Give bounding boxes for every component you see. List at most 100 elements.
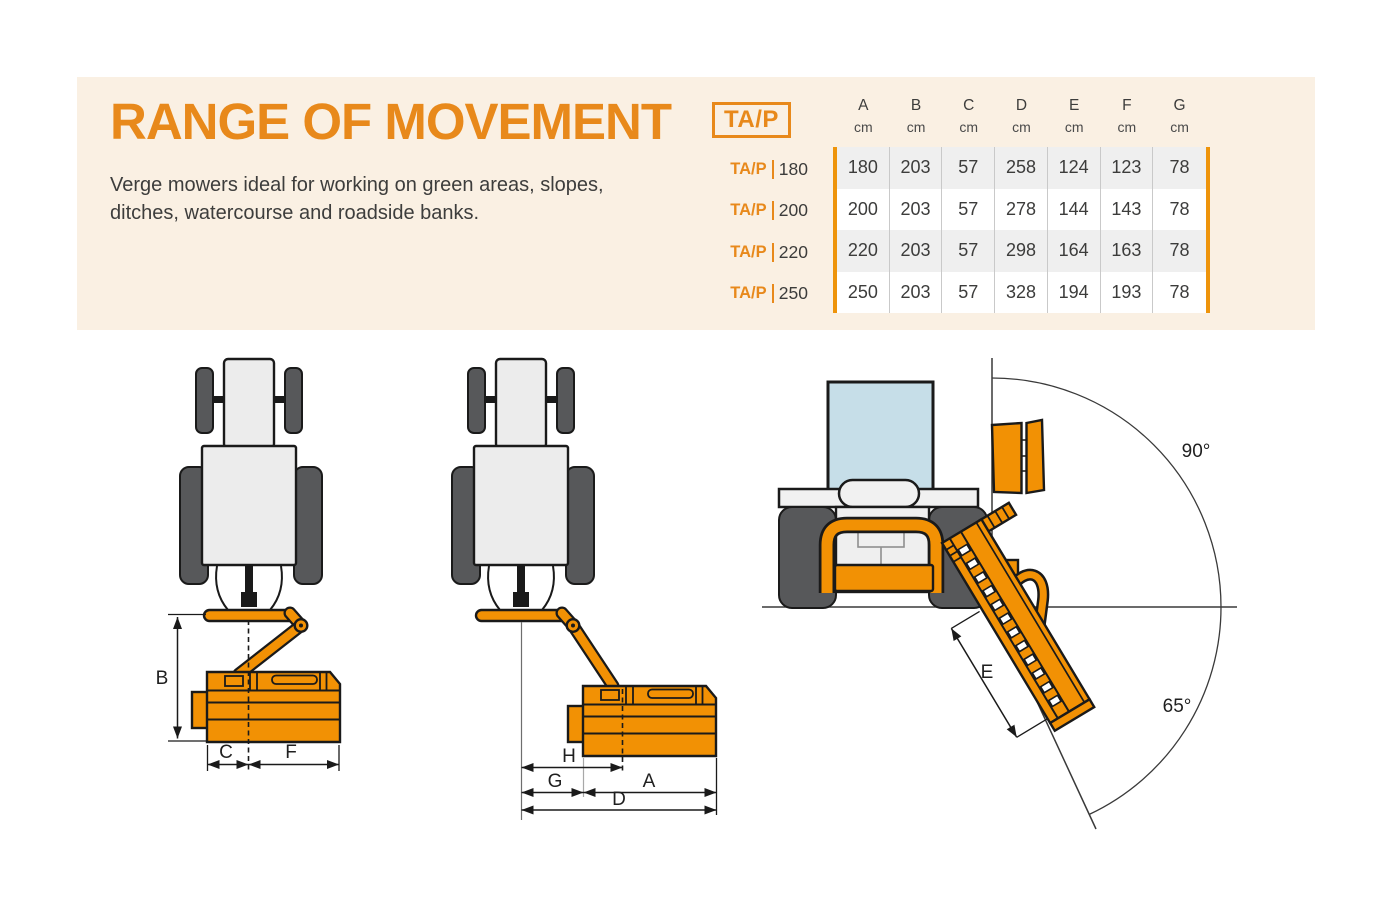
row-label: TA/P 250: [712, 283, 808, 305]
data-cell: 57: [942, 188, 996, 230]
data-cell: 57: [942, 271, 996, 313]
data-cell: 78: [1169, 240, 1190, 261]
data-cell: 203: [890, 230, 943, 272]
data-cell: 220: [837, 230, 890, 272]
data-cell: 57: [942, 147, 996, 189]
header-letter: B: [910, 97, 922, 114]
table-row: 180 203 57 258 124 123 78: [837, 147, 1206, 189]
data-cell: 123: [1101, 147, 1154, 189]
front-view-diagram: B C F: [156, 357, 342, 771]
model-size: 220: [778, 241, 808, 262]
page-title: RANGE OF MOVEMENT: [110, 93, 672, 150]
data-cell: 124: [1048, 147, 1101, 189]
data-cell: 180: [837, 147, 890, 189]
dimension-label-a: A: [643, 771, 656, 792]
spec-table: 180 203 57 258 124 123 78 200 203 57 278…: [833, 147, 1210, 313]
mower-deck: [190, 670, 342, 744]
description-line-2: ditches, watercourse and roadside banks.: [110, 202, 480, 224]
rear-view-diagram: 90° 65°: [762, 358, 1237, 830]
header-letter: A: [858, 97, 869, 114]
mower-deck: [566, 684, 718, 758]
data-cell: 328: [995, 271, 1048, 313]
header-unit: cm: [1117, 119, 1137, 135]
label-divider: [771, 201, 774, 220]
data-cell: 193: [1101, 271, 1154, 313]
model-badge: TA/P: [712, 102, 791, 138]
mower-deck-folded: [990, 418, 1046, 495]
header-letter: G: [1173, 97, 1186, 114]
model-size: 180: [778, 158, 808, 179]
model-label: TA/P: [730, 201, 767, 219]
data-cell: 164: [1048, 230, 1101, 272]
data-cell: 78: [1169, 157, 1190, 178]
data-cell: 57: [942, 230, 996, 272]
angle-label-90: 90°: [1182, 441, 1211, 462]
mower-deck-tilted: [940, 501, 1096, 738]
data-cell: 194: [1048, 271, 1101, 313]
label-divider: [771, 159, 774, 179]
model-size: 250: [778, 283, 808, 303]
dimension-label-h: H: [562, 746, 576, 767]
roll-frame: [821, 519, 942, 593]
dimension-label-f: F: [285, 742, 297, 763]
dimension-label-e: E: [981, 662, 994, 683]
description: Verge mowers ideal for working on green …: [110, 171, 604, 227]
data-cell: 78: [1169, 281, 1190, 302]
header-unit: cm: [854, 119, 873, 135]
diagrams-figure: B C F H G A D: [156, 357, 1237, 830]
dimension-label-d: D: [612, 789, 626, 810]
cab-window: [826, 380, 935, 494]
data-cell: 203: [890, 271, 943, 313]
dimension-label-c: C: [219, 742, 233, 763]
swing-arc: [991, 377, 1222, 816]
deck-rungs: [957, 543, 1063, 708]
table-row: 220 203 57 298 164 163 78: [837, 230, 1206, 272]
table-row: 250 203 57 328 194 193 78: [837, 271, 1206, 313]
header-unit: cm: [1064, 119, 1084, 135]
row-label: TA/P 180: [712, 158, 808, 180]
dimension-label-b: B: [156, 668, 169, 689]
data-cell: 78: [1169, 198, 1190, 219]
header-letter: D: [1015, 97, 1028, 114]
data-cell: 203: [890, 188, 943, 230]
header-unit: cm: [906, 119, 926, 135]
data-cell: 298: [995, 230, 1048, 272]
tractor-rear-view: [777, 380, 988, 609]
data-cell: 250: [837, 271, 890, 313]
header-unit: cm: [1012, 119, 1031, 135]
label-divider: [771, 284, 774, 303]
model-label: TA/P: [730, 242, 767, 261]
label-divider: [771, 242, 774, 262]
header-letter: E: [1068, 97, 1080, 114]
data-cell: 200: [837, 188, 890, 230]
hitch-bar: [833, 563, 935, 593]
tractor-top-view: [178, 357, 324, 623]
table-row: 200 203 57 278 144 143 78: [837, 188, 1206, 230]
offset-view-diagram: H G A D: [450, 357, 718, 820]
data-cell: 144: [1048, 188, 1101, 230]
header-unit: cm: [1170, 119, 1189, 135]
data-cell: 258: [995, 147, 1048, 189]
row-label: TA/P 200: [712, 200, 808, 222]
tractor-top-view: [450, 357, 596, 623]
model-label: TA/P: [730, 159, 767, 178]
data-cell: 143: [1101, 188, 1154, 230]
header-unit: cm: [959, 119, 979, 135]
model-size: 200: [778, 200, 808, 220]
data-cell: 278: [995, 188, 1048, 230]
angle-label-65: 65°: [1163, 696, 1192, 717]
fender-pill: [837, 478, 921, 509]
model-label: TA/P: [730, 284, 767, 302]
row-label: TA/P 220: [712, 241, 808, 263]
data-cell: 163: [1101, 230, 1154, 272]
description-line-1: Verge mowers ideal for working on green …: [110, 174, 604, 196]
